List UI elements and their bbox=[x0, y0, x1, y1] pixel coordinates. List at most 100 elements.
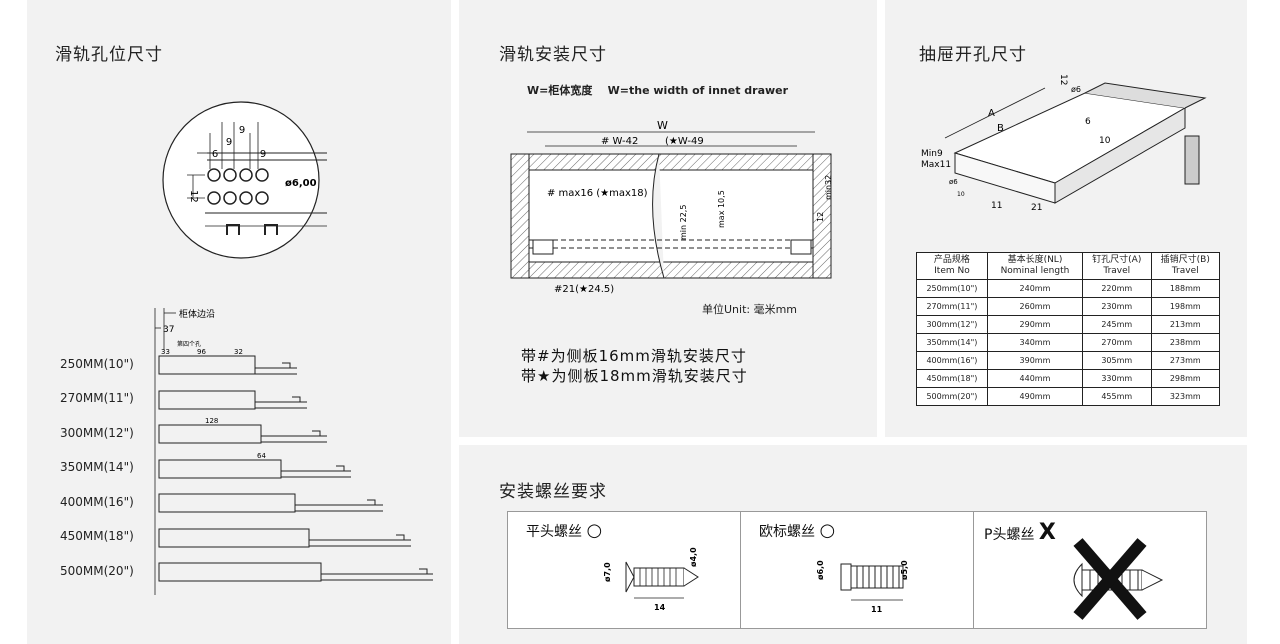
cell: 298mm bbox=[1150, 369, 1220, 388]
header-travel-a: 钉孔尺寸(A)Travel bbox=[1082, 252, 1152, 280]
cell: 213mm bbox=[1150, 315, 1220, 334]
ok-mark-icon: ○ bbox=[819, 520, 836, 541]
dim-32: 32 bbox=[234, 348, 243, 356]
width-formula-b: (★W-49 bbox=[665, 136, 704, 147]
cell: 250mm(10") bbox=[916, 279, 988, 298]
rail-size-label: 350MM(14") bbox=[60, 460, 134, 474]
cell: 300mm(12") bbox=[916, 315, 988, 334]
pan-head-screw-drawing bbox=[1073, 538, 1164, 620]
euro-screw-drawing: 11 ø6,0 ø5,0 bbox=[816, 560, 909, 614]
dia6b-label: ø6 bbox=[1071, 85, 1081, 94]
dim-128: 128 bbox=[205, 417, 218, 425]
header-nominal-length: 基本长度(NL)Nominal length bbox=[986, 252, 1084, 280]
rail-hole-ruler: 柜体边沿 37 bbox=[154, 308, 215, 595]
install-panel: 滑轨安装尺寸 W=柜体宽度 W=the width of innet drawe… bbox=[459, 0, 877, 437]
cell: 188mm bbox=[1150, 279, 1220, 298]
screw-pan-head: P头螺丝 X bbox=[973, 511, 1207, 629]
drawer-holes-panel: 抽屉开孔尺寸 A B Min9 Max11 ø6 10 12 6 10 11 2… bbox=[885, 0, 1247, 437]
panel-title: 安装螺丝要求 bbox=[499, 482, 607, 502]
ok-mark-icon: ○ bbox=[586, 520, 603, 541]
dim-96: 96 bbox=[197, 348, 206, 356]
cell: 230mm bbox=[1082, 297, 1152, 316]
rail-size-label: 400MM(16") bbox=[60, 495, 134, 509]
note-16mm: 带#为侧板16mm滑轨安装尺寸 bbox=[521, 347, 747, 365]
width-definition: W=柜体宽度 W=the width of innet drawer bbox=[527, 84, 789, 97]
width-formula: # W-42 bbox=[601, 136, 638, 147]
w-label: W bbox=[657, 119, 668, 132]
cell: 273mm bbox=[1150, 351, 1220, 370]
dim-6: 6 bbox=[212, 149, 218, 160]
rail-drawings: 33 第四个孔 96 32 128 64 bbox=[158, 340, 433, 582]
dim10b-label: 10 bbox=[1099, 136, 1111, 146]
cell: 270mm(11") bbox=[916, 297, 988, 316]
note-18mm: 带★为侧板18mm滑轨安装尺寸 bbox=[521, 367, 748, 385]
rail-size-label: 250MM(10") bbox=[60, 357, 134, 371]
screw-euro: 欧标螺丝 ○ 11 ø6,0 ø5,0 bbox=[740, 511, 974, 629]
min32-label: min32 bbox=[824, 175, 833, 200]
screw-head-dia: ø7,0 bbox=[603, 562, 612, 582]
max11-label: Max11 bbox=[921, 160, 951, 170]
cell: 260mm bbox=[986, 297, 1084, 316]
cell: 220mm bbox=[1082, 279, 1152, 298]
hole-position-panel: 滑轨孔位尺寸 9 9 9 6 12 ø6,00 柜体边沿 37 250MM(10… bbox=[27, 0, 451, 644]
dim-9-mid: 9 bbox=[226, 137, 232, 148]
cell: 198mm bbox=[1150, 297, 1220, 316]
dim12-label: 12 bbox=[816, 212, 825, 222]
cell: 340mm bbox=[986, 333, 1084, 352]
rail-size-label: 300MM(12") bbox=[60, 426, 134, 440]
min9-label: Min9 bbox=[921, 149, 943, 159]
rail-size-label: 270MM(11") bbox=[60, 391, 134, 405]
dim-33: 33 bbox=[161, 348, 170, 356]
dim-b: B bbox=[997, 123, 1004, 134]
cell: 400mm(16") bbox=[916, 351, 988, 370]
dim11-label: 11 bbox=[991, 201, 1002, 211]
dim6-label: 6 bbox=[1085, 117, 1091, 127]
screw-label: P头螺丝 X bbox=[984, 520, 1056, 545]
flat-head-screw-drawing: 14 ø7,0 ø4,0 bbox=[603, 547, 699, 612]
screw-length: 11 bbox=[871, 605, 883, 614]
dim21-label: 21 bbox=[1031, 203, 1042, 213]
install-diagram: W # W-42 (★W-49 # max16 (★max18) min 22,… bbox=[510, 119, 833, 295]
dim-9-top: 9 bbox=[239, 125, 245, 136]
dim10-label: 10 bbox=[957, 191, 965, 198]
screw-shank-dia: ø5,0 bbox=[900, 560, 909, 580]
screw-head-dia: ø6,0 bbox=[816, 560, 825, 580]
drawer-diagram: A B Min9 Max11 ø6 10 12 6 10 11 21 ø6 bbox=[921, 74, 1207, 213]
cell: 330mm bbox=[1082, 369, 1152, 388]
dia6-label: ø6 bbox=[949, 178, 958, 186]
screw-flat-head: 平头螺丝 ○ 14 ø7,0 ø4,0 bbox=[507, 511, 741, 629]
cabinet-edge-label: 柜体边沿 bbox=[179, 308, 215, 320]
cell: 245mm bbox=[1082, 315, 1152, 334]
unit-label: 单位Unit: 毫米mm bbox=[702, 303, 798, 316]
screw-length: 14 bbox=[654, 603, 666, 612]
dim-37: 37 bbox=[163, 325, 174, 335]
dim-a: A bbox=[988, 108, 995, 119]
rail-size-label: 450MM(18") bbox=[60, 529, 134, 543]
header-travel-b: 插销尺寸(B)Travel bbox=[1150, 252, 1220, 280]
hole-diameter: ø6,00 bbox=[285, 178, 317, 189]
screw-label: 平头螺丝 ○ bbox=[526, 520, 603, 541]
cell: 390mm bbox=[986, 351, 1084, 370]
cell: 323mm bbox=[1150, 387, 1220, 406]
cell: 455mm bbox=[1082, 387, 1152, 406]
cell: 240mm bbox=[986, 279, 1084, 298]
max16-label: # max16 (★max18) bbox=[547, 188, 648, 199]
cell: 238mm bbox=[1150, 333, 1220, 352]
screw-label: 欧标螺丝 ○ bbox=[759, 520, 836, 541]
panel-title: 滑轨安装尺寸 bbox=[499, 45, 607, 65]
min22-5-label: min 22,5 bbox=[679, 205, 688, 240]
cell: 490mm bbox=[986, 387, 1084, 406]
cell: 500mm(20") bbox=[916, 387, 988, 406]
cell: 270mm bbox=[1082, 333, 1152, 352]
dim-12: 12 bbox=[188, 190, 199, 203]
